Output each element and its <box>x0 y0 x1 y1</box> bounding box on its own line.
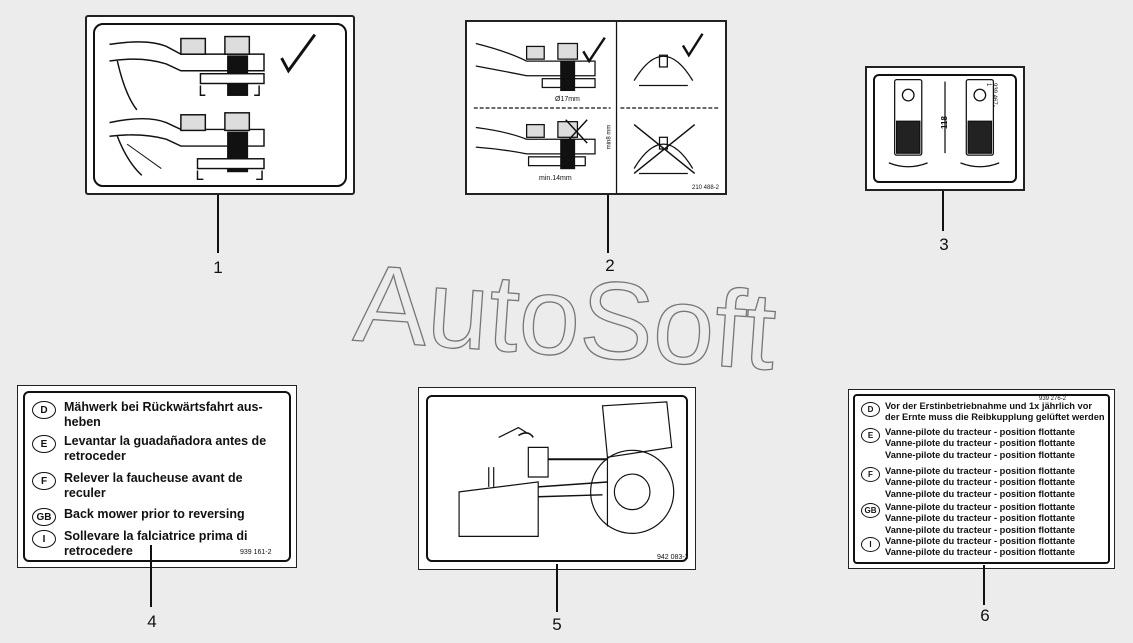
decal-3-dim-length: 118 <box>939 116 949 129</box>
decal-1-blade-mount <box>85 15 355 195</box>
leader-6 <box>983 565 985 605</box>
decal-2-dim-min-height: min8 mm <box>606 124 613 150</box>
instruction-text: Vor der Erstinbetriebnahme und 1x jährli… <box>885 401 1105 423</box>
leader-3 <box>942 191 944 231</box>
warning-text: Levantar la guadañadora antes de retroce… <box>64 434 267 463</box>
instruction-text: Vanne-pilote du tracteur - position flot… <box>885 536 1076 558</box>
decal-4-row-E: E Levantar la guadañadora antes de retro… <box>32 434 288 464</box>
lang-code: D <box>32 401 56 419</box>
callout-2: 2 <box>605 256 615 275</box>
watermark-text: AutoSoft <box>350 241 780 393</box>
decal-2-dim-diameter: Ø17mm <box>555 96 580 103</box>
decal-6-part-code: 939 276-2 <box>1039 396 1067 402</box>
decal-2-part-code: 210 488-2 <box>692 185 720 191</box>
decal-6-row-F: F Vanne-pilote du tracteur - position fl… <box>861 466 1108 500</box>
lang-code: F <box>861 467 880 482</box>
decal-5-part-code: 942 083-2 <box>657 554 689 561</box>
instruction-text: Vanne-pilote du tracteur - position flot… <box>885 427 1076 460</box>
warning-text: Mähwerk bei Rückwärtsfahrt aus- heben <box>64 400 263 429</box>
decal-4-row-GB: GB Back mower prior to reversing <box>32 507 288 526</box>
instruction-text: Vanne-pilote du tracteur - position flot… <box>885 502 1076 535</box>
lang-code: F <box>32 472 56 490</box>
decal-4-row-F: F Relever la faucheuse avant de reculer <box>32 471 288 501</box>
decal-2-dim-min-width: min.14mm <box>539 175 572 182</box>
decal-4-row-I: I Sollevare la falciatrice prima di retr… <box>32 529 288 559</box>
decal-4-row-D: D Mähwerk bei Rückwärtsfahrt aus- heben <box>32 400 288 430</box>
warning-text: Sollevare la falciatrice prima di retroc… <box>64 529 248 558</box>
lang-code: GB <box>32 508 56 526</box>
leader-4 <box>150 545 152 607</box>
leader-2 <box>607 195 609 253</box>
callout-6: 6 <box>980 606 990 625</box>
blade-wear-drawing <box>473 22 719 193</box>
decal-5-tractor-hitch: 942 083-2 <box>418 387 696 570</box>
callout-3: 3 <box>939 235 949 254</box>
lang-code: GB <box>861 503 880 518</box>
decal-6-row-I: I Vanne-pilote du tracteur - position fl… <box>861 536 1108 559</box>
warning-text: Relever la faucheuse avant de reculer <box>64 471 243 500</box>
decal-2-blade-wear: Ø17mm min.14mm min8 mm 210 488-2 <box>465 20 727 195</box>
lang-code: I <box>32 530 56 548</box>
blade-rotation-drawing <box>888 78 1000 168</box>
decal-6-row-D: D Vor der Erstinbetriebnahme und 1x jähr… <box>861 401 1108 424</box>
leader-5 <box>556 564 558 612</box>
lang-code: E <box>32 435 56 453</box>
callout-5: 5 <box>552 615 562 634</box>
decal-3-blade-rotation: 118 939 467-1 <box>865 66 1025 191</box>
callout-4: 4 <box>147 612 157 631</box>
decal-6-row-E: E Vanne-pilote du tracteur - position fl… <box>861 427 1108 461</box>
lang-code: I <box>861 537 880 552</box>
blade-bolt-drawing <box>109 33 317 181</box>
lang-code: E <box>861 428 880 443</box>
callout-1: 1 <box>213 258 223 277</box>
decal-6-float-position: 939 276-2 D Vor der Erstinbetriebnahme u… <box>848 389 1115 569</box>
decal-4-part-code: 939 161-2 <box>240 549 272 556</box>
lang-code: D <box>861 402 880 417</box>
tractor-hitch-drawing <box>458 401 675 537</box>
instruction-text: Vanne-pilote du tracteur - position flot… <box>885 466 1076 499</box>
decal-3-part-code: 939 467-1 <box>985 83 997 107</box>
warning-text: Back mower prior to reversing <box>64 507 245 521</box>
decal-4-reverse-warning: D Mähwerk bei Rückwärtsfahrt aus- heben … <box>17 385 297 568</box>
leader-1 <box>217 195 219 253</box>
decal-6-row-GB: GB Vanne-pilote du tracteur - position f… <box>861 502 1108 536</box>
